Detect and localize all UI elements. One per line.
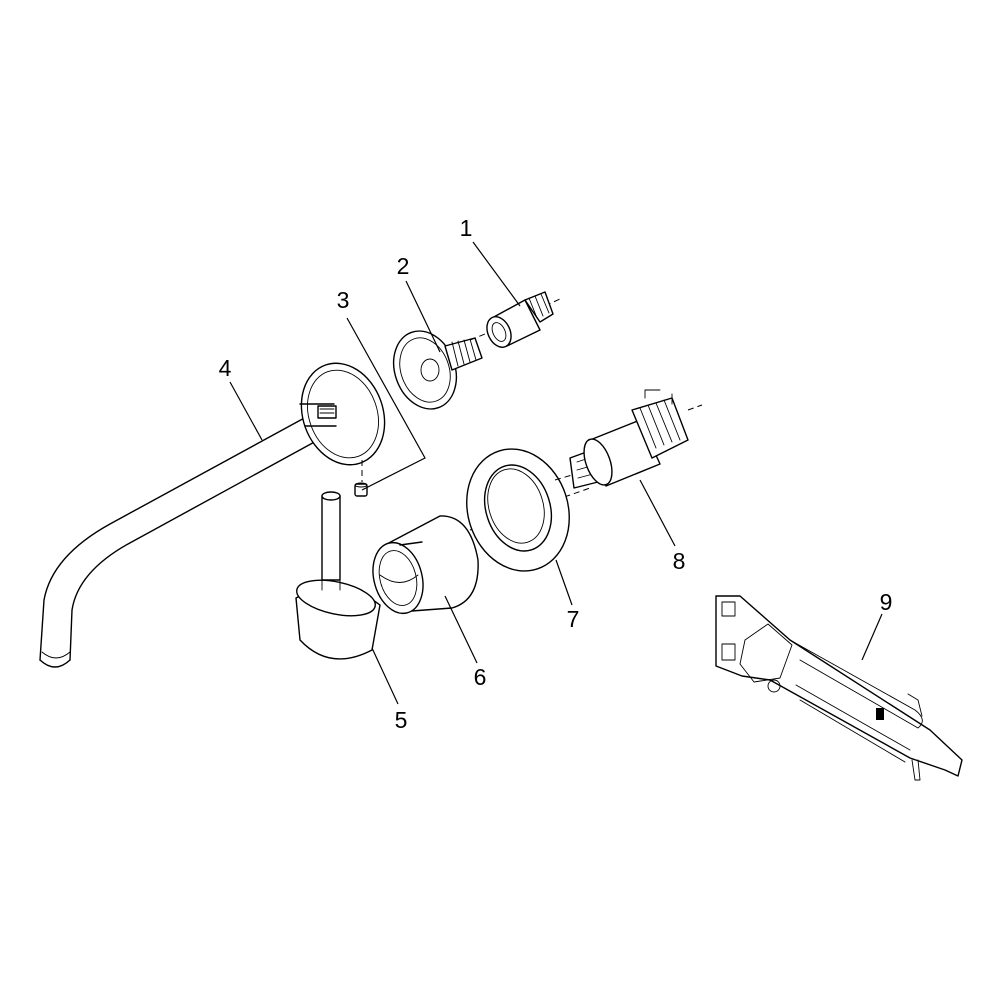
part-8-cartridge — [554, 389, 703, 489]
part-4-spout — [39, 362, 386, 668]
leader-7 — [555, 559, 573, 606]
part-3-grub-screw — [354, 460, 368, 497]
callout-3: 3 — [337, 287, 350, 313]
callout-numbers: 1 2 3 4 5 6 7 8 9 — [219, 215, 893, 733]
leader-9 — [861, 613, 883, 661]
leader-5 — [371, 647, 399, 705]
leader-8 — [639, 479, 676, 547]
callout-1: 1 — [460, 215, 473, 241]
callout-9: 9 — [880, 589, 893, 615]
callout-6: 6 — [474, 664, 487, 690]
callout-8: 8 — [673, 548, 686, 574]
leader-1 — [472, 241, 521, 307]
part-7-cover-ring — [466, 448, 591, 572]
part-6-sleeve — [372, 515, 479, 615]
callout-4: 4 — [219, 355, 232, 381]
callout-2: 2 — [397, 253, 410, 279]
callout-7: 7 — [567, 606, 580, 632]
part-9-bracket — [715, 595, 963, 781]
leader-lines — [229, 241, 883, 705]
callout-5: 5 — [395, 707, 408, 733]
part-1-connector — [469, 291, 563, 348]
leader-2 — [405, 280, 441, 353]
part-2-flange — [392, 330, 483, 410]
leader-4 — [229, 381, 263, 441]
leader-3 — [346, 317, 426, 491]
part-5-lever-handle — [295, 491, 381, 660]
leader-6 — [444, 595, 478, 664]
